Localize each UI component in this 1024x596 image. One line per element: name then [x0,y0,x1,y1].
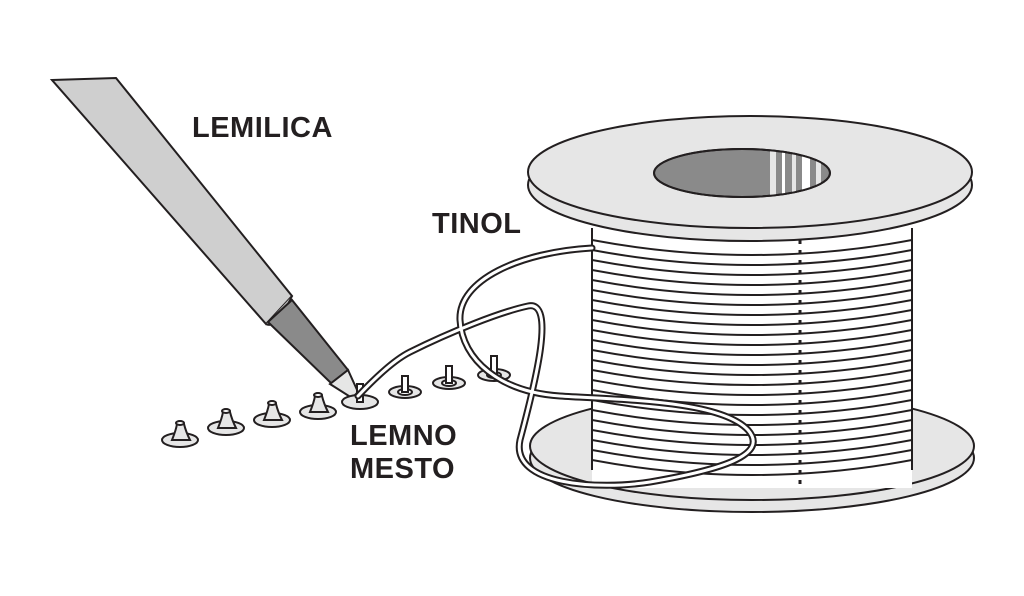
pin-1 [161,420,199,448]
solder-joint-label: LEMNO MESTO [350,420,457,487]
solder-joints [161,355,511,448]
soldering-iron-label: LEMILICA [192,112,333,144]
solder-joint-label-line1: LEMNO [350,420,458,452]
spool-hole-inner [770,149,821,197]
pin-6 [388,375,422,399]
pin-2 [207,408,245,436]
iron-shaft [266,298,350,386]
pin-4 [299,392,337,420]
pin-3 [253,400,291,428]
pin-7 [432,365,466,390]
solder-label: TINOL [432,208,522,240]
solder-wire [354,244,757,489]
soldering-iron [49,76,360,400]
solder-joint-label-line2: MESTO [350,453,456,486]
